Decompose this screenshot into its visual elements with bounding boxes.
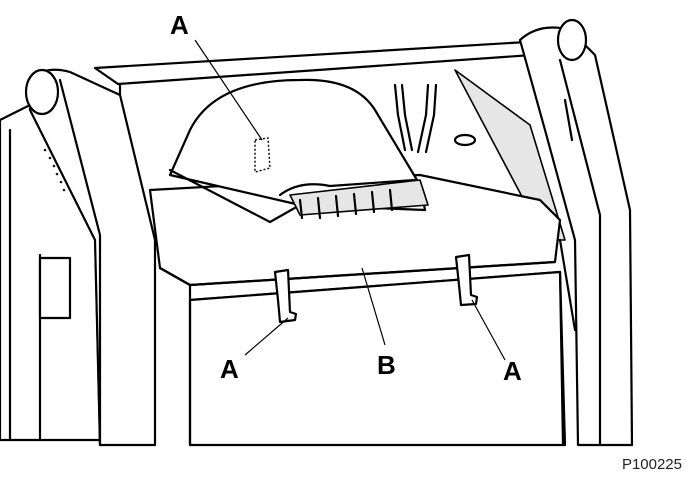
leader-bottom-b [361, 267, 386, 346]
left-handle-knob [24, 68, 60, 116]
right-hook [454, 253, 479, 307]
leader-bottom-left-a [244, 317, 289, 356]
tube-1 [393, 83, 407, 152]
callout-bottom-right: A [503, 356, 522, 386]
left-side-window [38, 256, 72, 320]
callout-bottom-left: A [220, 354, 239, 384]
hood-vent [289, 179, 429, 216]
cap [453, 133, 477, 147]
hood [168, 78, 427, 212]
tube-2 [416, 83, 430, 154]
figure-code: P100225 [621, 456, 682, 473]
leader-top-a [194, 39, 263, 141]
right-inner-panel [454, 69, 566, 241]
rear-top-bar [93, 38, 577, 86]
callout-bottom-center: B [377, 350, 396, 380]
leader-bottom-right-a [471, 299, 506, 361]
hidden-hook-outline [254, 137, 271, 173]
callout-top-left: A [170, 10, 189, 40]
left-hook [273, 268, 298, 324]
right-handle-knob [556, 18, 588, 62]
